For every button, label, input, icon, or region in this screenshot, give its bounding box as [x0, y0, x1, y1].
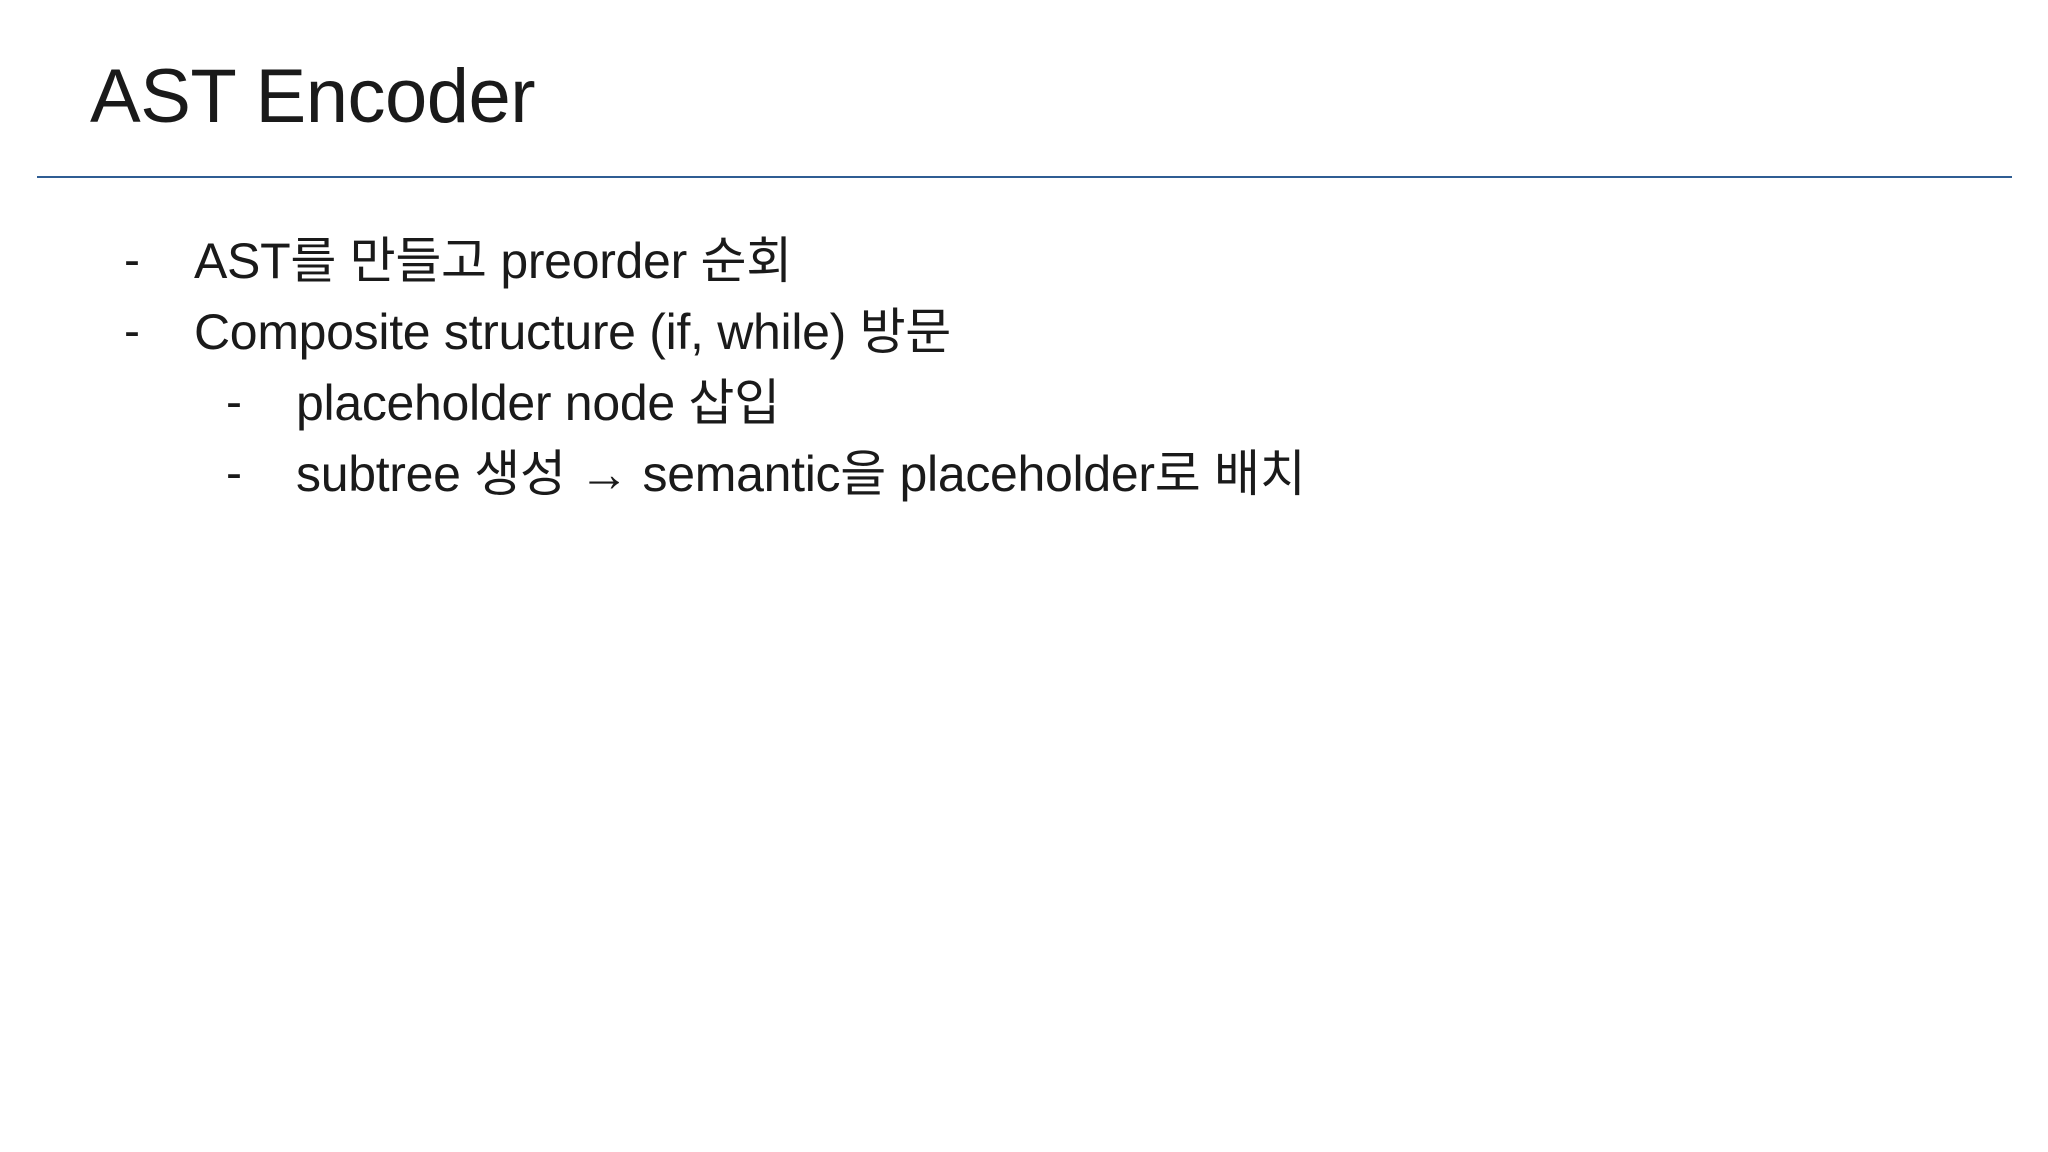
bullet-dash: -	[226, 376, 242, 429]
bullet-dash: -	[226, 447, 242, 500]
slide-title: AST Encoder	[90, 54, 536, 139]
bullet-text: AST를 만들고 preorder 순회	[194, 233, 792, 289]
bullet-dash: -	[124, 305, 140, 358]
bullet-text: Composite structure (if, while) 방문	[194, 304, 951, 360]
title-divider	[37, 176, 2012, 178]
bullet-text: subtree 생성 → semantic을 placeholder로 배치	[296, 446, 1306, 502]
bullet-dash: -	[124, 234, 140, 287]
bullet-text: placeholder node 삽입	[296, 375, 780, 431]
